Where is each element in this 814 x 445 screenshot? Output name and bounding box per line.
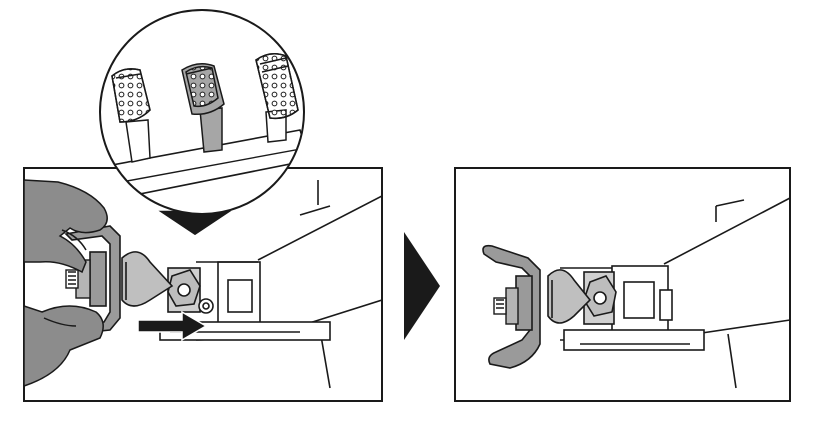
- nut-and-bolt-assembled: [493, 287, 519, 325]
- push-arrow-icon: [137, 310, 208, 342]
- bracket-clip-assembled: [482, 244, 541, 369]
- cone-spacer: [121, 251, 174, 307]
- hand-icon: [23, 179, 108, 388]
- panel-step-2: [454, 167, 791, 402]
- hex-bolt: [167, 267, 214, 314]
- next-step-arrow-icon: [404, 232, 440, 340]
- right-pedal: [255, 53, 299, 143]
- center-pedal: [181, 63, 225, 153]
- pedal-set-zoom-icon: [99, 9, 305, 215]
- pedal-arm-housing: [159, 180, 383, 389]
- cone-spacer-assembled: [547, 269, 592, 324]
- left-pedal: [111, 68, 151, 163]
- nut-and-bolt: [65, 259, 91, 299]
- pedal-arm-housing-assembled: [560, 197, 791, 389]
